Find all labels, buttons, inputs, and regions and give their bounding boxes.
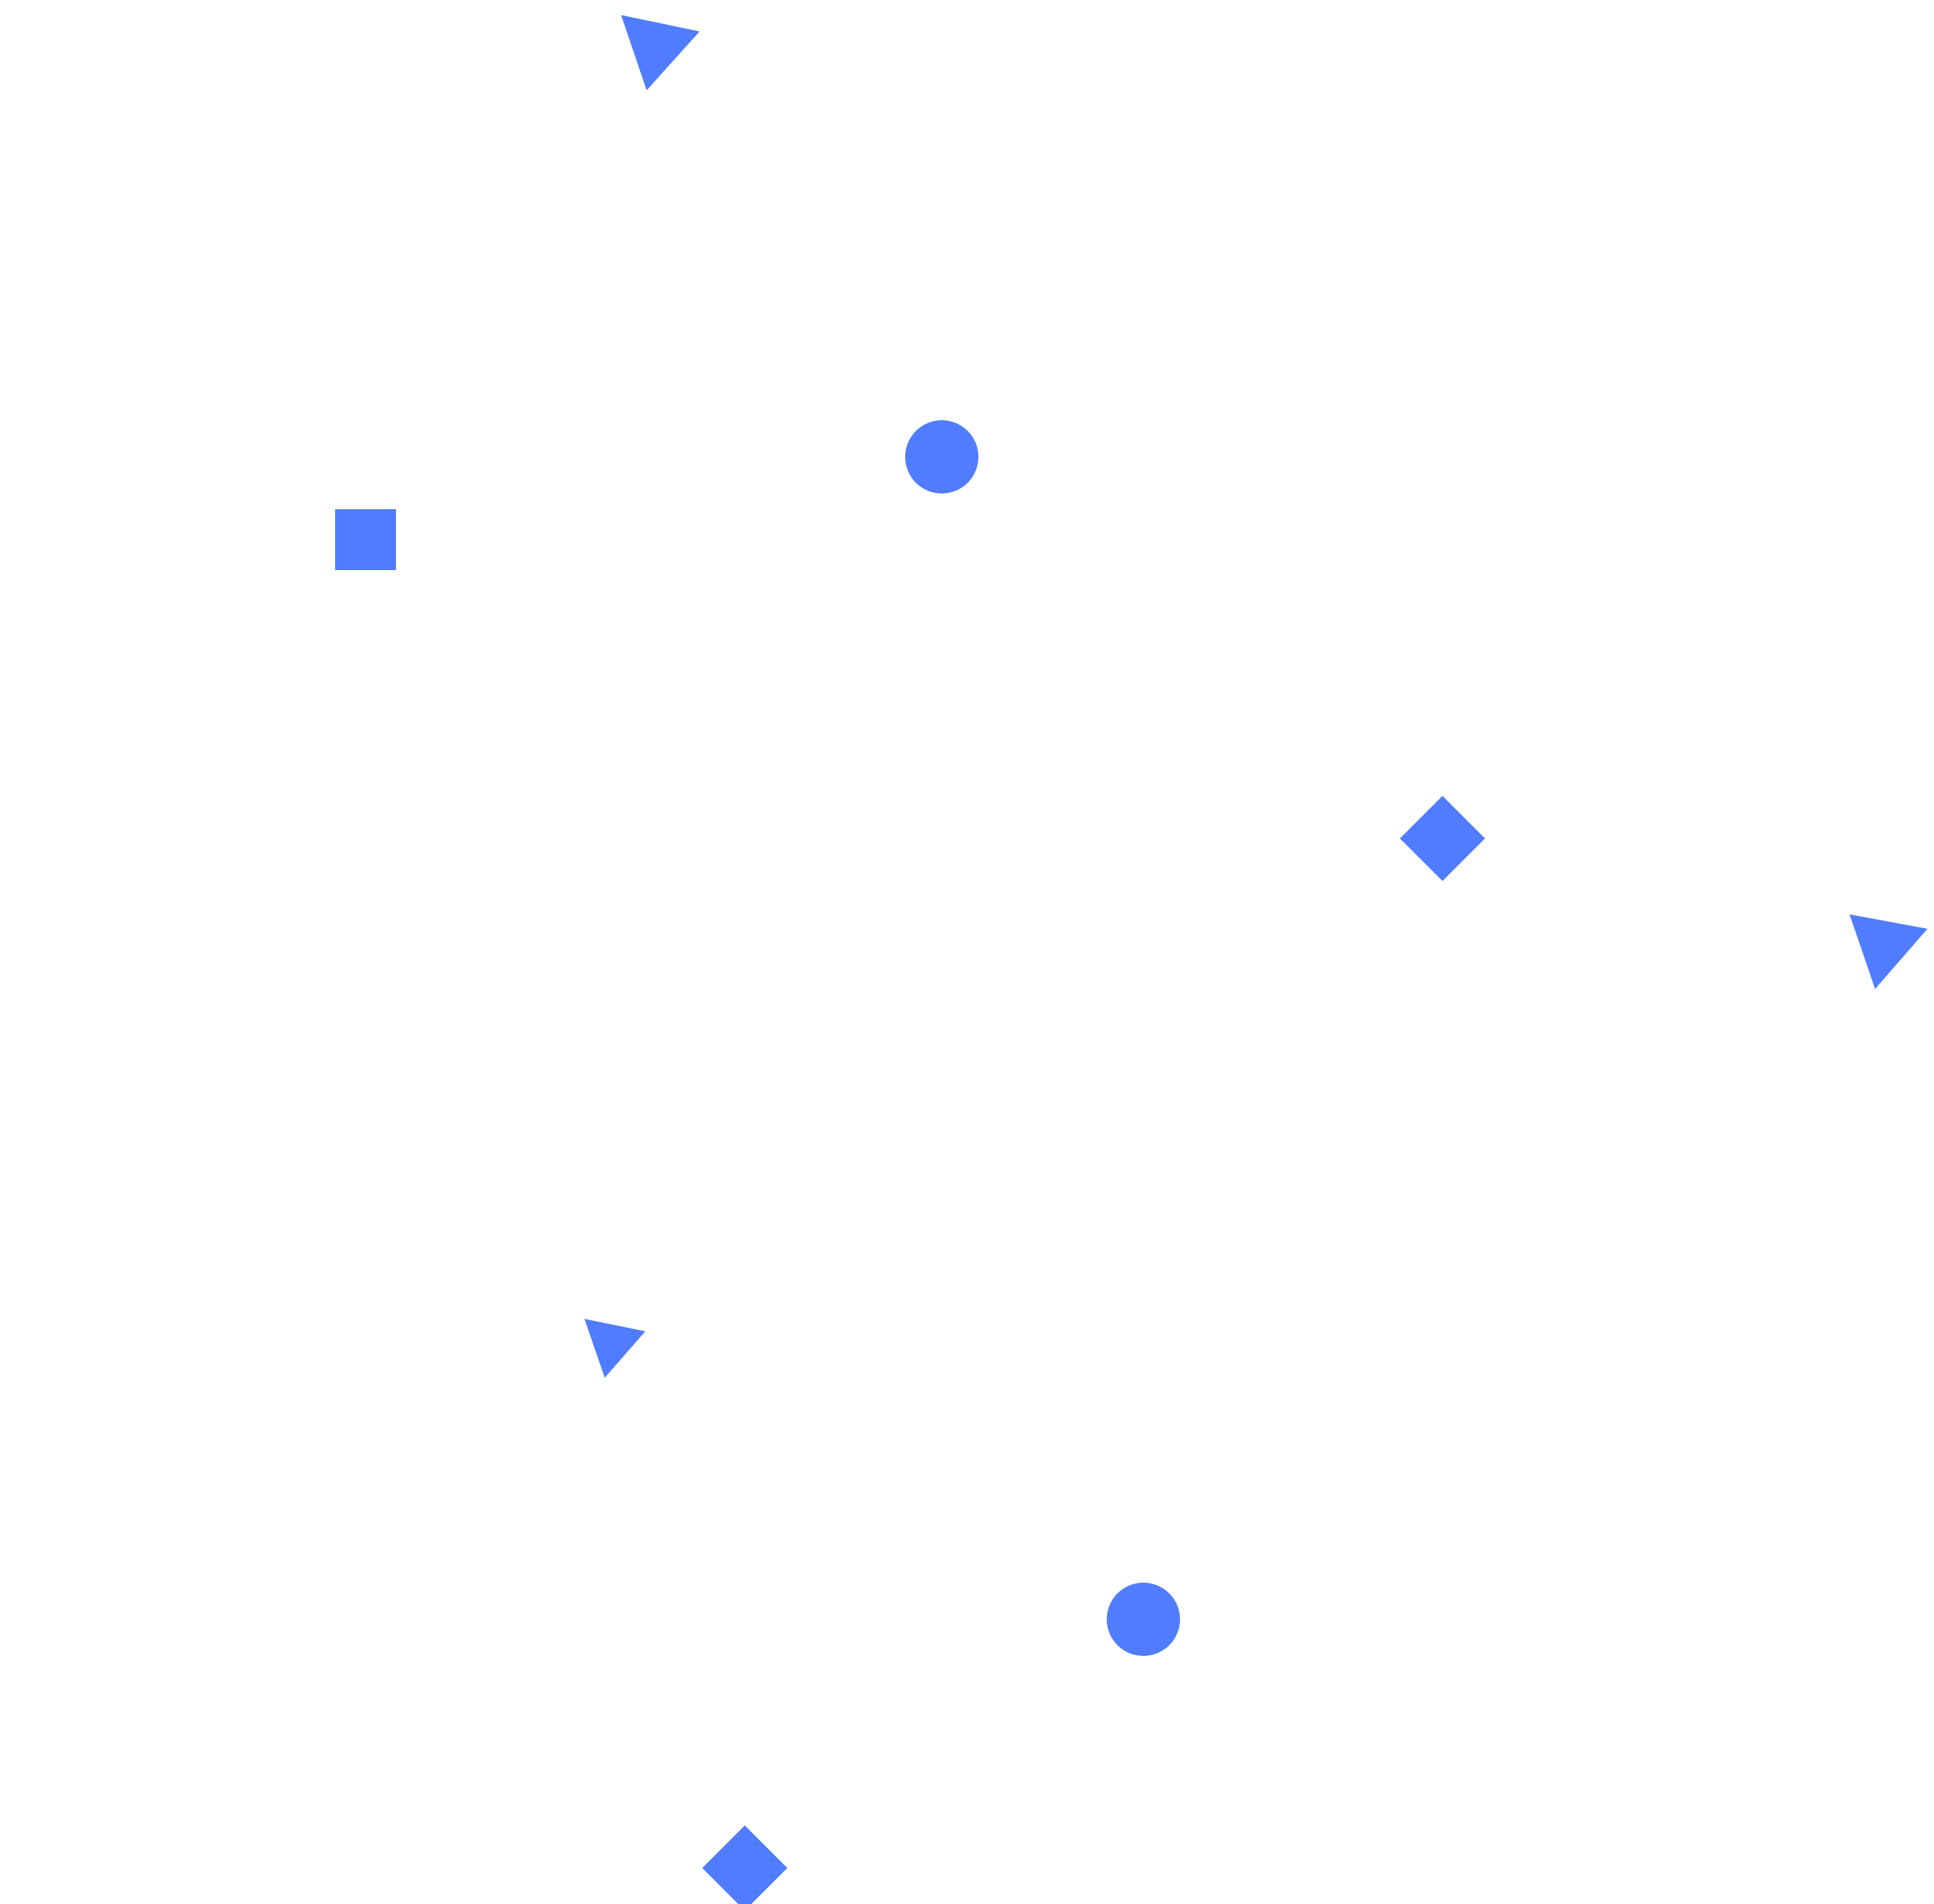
circle-shape [905,420,978,494]
diamond-shape [1400,796,1485,881]
circle-shape [1107,1583,1180,1656]
diamond-shape [702,1825,787,1904]
triangle-shape [584,1319,645,1378]
square-shape [335,509,396,570]
triangle-shape [621,15,700,90]
shapes-layer [335,15,1927,1904]
triangle-shape [1850,914,1927,989]
